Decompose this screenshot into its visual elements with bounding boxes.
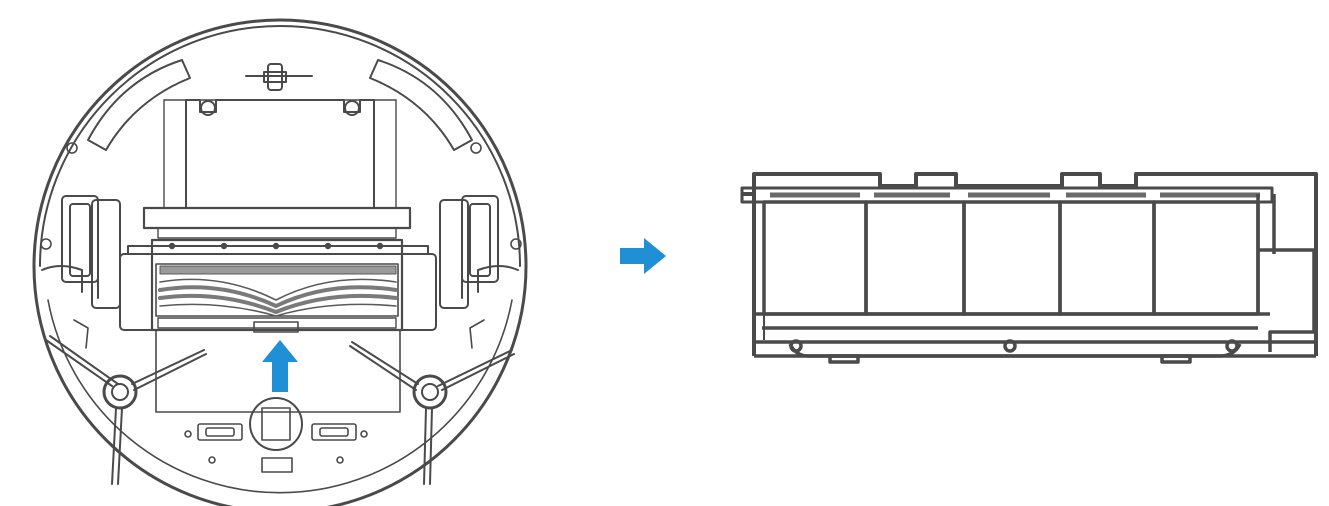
right-side-brush [349, 341, 515, 485]
robot-body-inner-rim [39, 25, 521, 267]
robot-body-outer-rim [32, 18, 528, 506]
caster-wheel [245, 63, 313, 91]
robot-body-lower-rim [47, 299, 513, 494]
dustbin-compartment [142, 99, 412, 239]
filter-cells [762, 200, 1260, 316]
bin-right-end [1256, 194, 1316, 352]
dust-bin-filter [740, 172, 1318, 364]
right-drive-wheel [439, 195, 499, 309]
bin-bottom-base [754, 312, 1316, 364]
left-drive-wheel [61, 195, 121, 309]
up-arrow-icon [262, 340, 298, 392]
right-cliff-slot [369, 59, 473, 151]
right-arrow-icon [620, 238, 666, 274]
robot-bumper-lower [41, 265, 519, 293]
bin-top-rim [742, 172, 1318, 198]
main-brush-housing [119, 238, 437, 333]
left-cliff-slot [87, 59, 191, 151]
roller-brush-bristles [158, 265, 398, 317]
left-side-brush [45, 335, 207, 485]
bottom-plate [40, 142, 522, 473]
robot-vacuum-underside [32, 18, 528, 506]
